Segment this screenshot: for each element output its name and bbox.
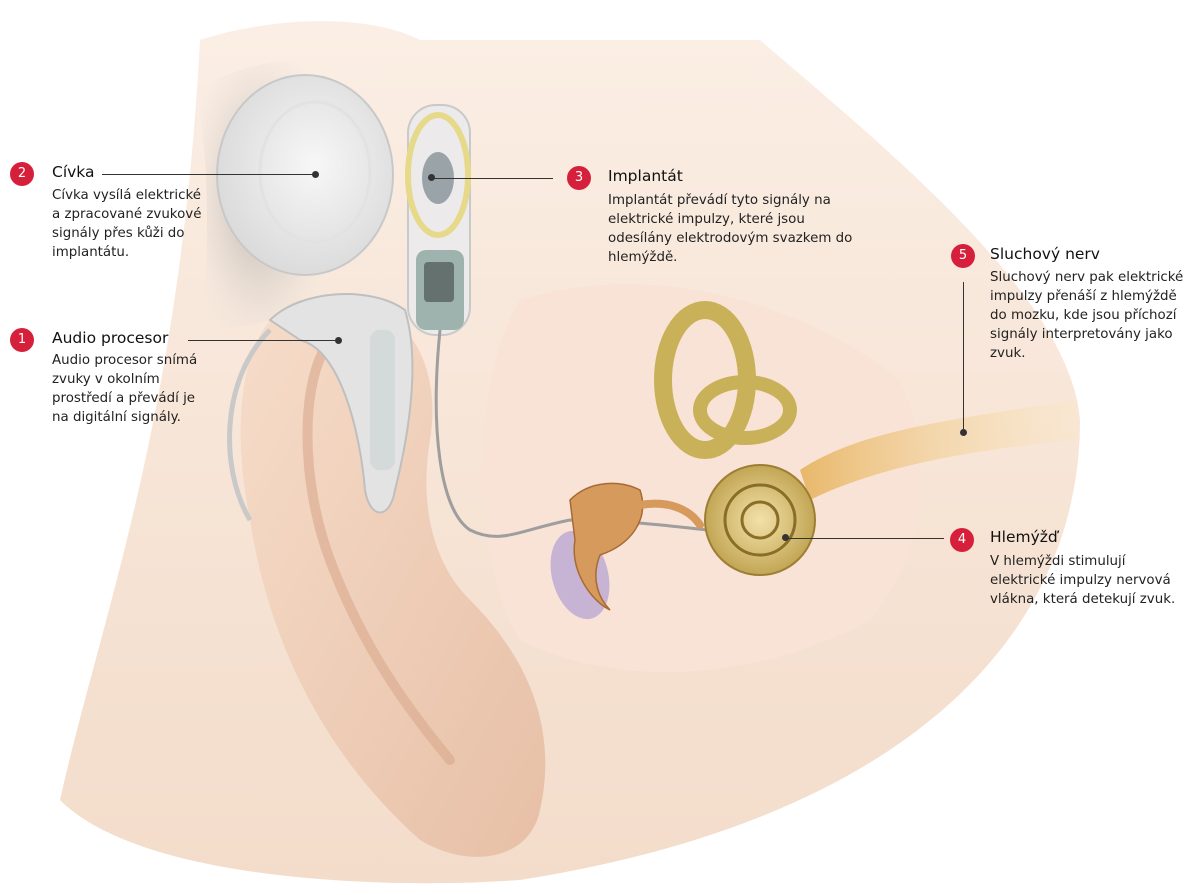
- callout-description: Audio procesor snímá zvuky v okolním pro…: [52, 351, 202, 427]
- callout-title: Hlemýžď: [990, 528, 1058, 546]
- leader-dot: [312, 171, 319, 178]
- callout-title: Implantát: [608, 167, 683, 185]
- leader-dot: [960, 429, 967, 436]
- leader-dot: [335, 337, 342, 344]
- leader-line: [963, 282, 964, 432]
- callout-title: Sluchový nerv: [990, 245, 1100, 263]
- callout-description: Implantát převádí tyto signály na elektr…: [608, 191, 853, 267]
- callout-description: Sluchový nerv pak elektrické impulzy pře…: [990, 268, 1190, 363]
- callout-number-badge: 3: [567, 166, 591, 190]
- callout-number-badge: 4: [950, 528, 974, 552]
- coil-device: [217, 75, 393, 275]
- leader-line: [431, 178, 553, 179]
- callout-number-badge: 2: [10, 162, 34, 186]
- callout-number-badge: 1: [10, 328, 34, 352]
- callout-number-badge: 5: [951, 244, 975, 268]
- callout-description: V hlemýždi stimulují elektrické impulzy …: [990, 552, 1185, 609]
- callout-description: Cívka vysílá elektrické a zpracované zvu…: [52, 186, 212, 262]
- callout-title: Audio procesor: [52, 329, 168, 347]
- leader-line: [102, 174, 314, 175]
- cochlea: [705, 465, 815, 575]
- callout-title: Cívka: [52, 163, 95, 181]
- leader-line: [786, 538, 944, 539]
- leader-line: [188, 340, 338, 341]
